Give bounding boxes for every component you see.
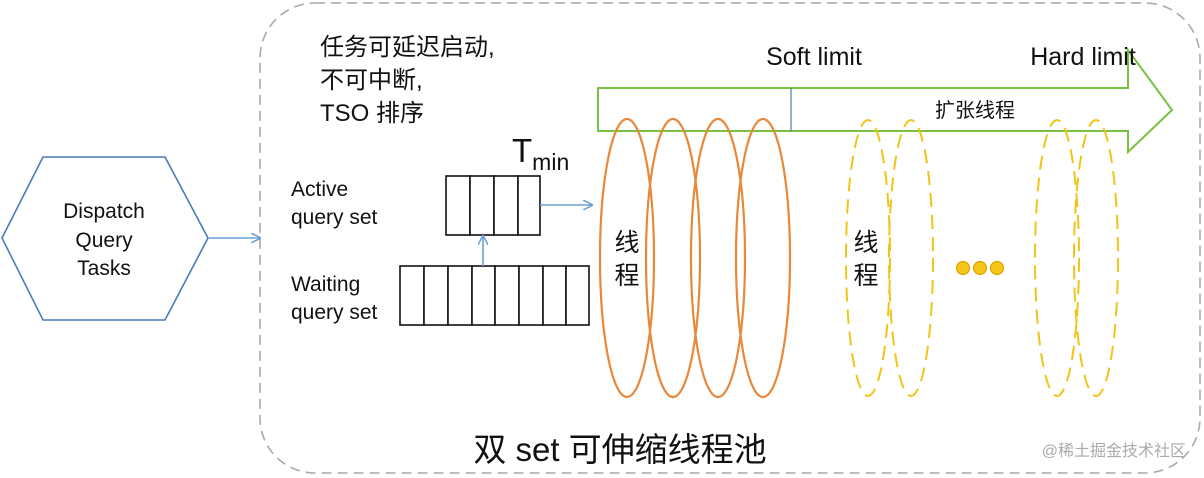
tmin-base: T: [512, 132, 532, 169]
thread-ellipse: [598, 117, 656, 399]
soft-limit-label: Soft limit: [766, 43, 862, 71]
dot: [972, 260, 988, 276]
waiting-queue-cell: [399, 265, 425, 326]
waiting-queue-cell: [565, 265, 590, 326]
expand-threads-label: 扩张线程: [935, 99, 1015, 122]
thread-pool-container: [259, 2, 1201, 474]
note-line-3: TSO 排序: [320, 100, 424, 127]
waiting-queue-cell: [471, 265, 496, 326]
active-threads: [598, 117, 792, 399]
waiting-queue-cell: [423, 265, 449, 326]
dispatch-label-line-1: Dispatch: [63, 200, 145, 223]
dashed-thread-ellipse: [888, 119, 934, 397]
dot: [989, 260, 1005, 276]
tmin-subscript: min: [532, 149, 569, 175]
dashed-thread-label-char-1: 线: [853, 229, 878, 257]
thread-ellipse: [689, 117, 747, 399]
expand-threads-arrow: [597, 46, 1174, 155]
ellipsis-dots: [955, 260, 1005, 276]
active-queue-cell: [493, 175, 519, 236]
hard-limit-label: Hard limit: [1030, 43, 1136, 71]
waiting-query-queue: [399, 265, 590, 326]
dispatch-label-line-2: Query: [75, 229, 133, 252]
note-line-1: 任务可延迟启动,: [320, 34, 495, 61]
dashed-thread-ellipse: [1034, 119, 1080, 397]
dashed-thread-ellipse: [1073, 119, 1119, 397]
dashed-thread-label-char-2: 程: [853, 262, 878, 290]
active-queue-cell: [469, 175, 495, 236]
waiting-queue-cell: [542, 265, 567, 326]
dot: [955, 260, 971, 276]
thread-ellipse: [644, 117, 702, 399]
waiting-set-label-line-1: Waiting: [291, 273, 360, 296]
note-line-2: 不可中断,: [320, 67, 423, 94]
waiting-set-label-line-2: query set: [291, 301, 378, 324]
active-set-label-line-2: query set: [291, 206, 378, 229]
thread-label-char-2: 程: [614, 262, 639, 290]
expandable-threads: [845, 119, 1119, 397]
active-queue-cell: [517, 175, 541, 236]
waiting-queue-cell: [494, 265, 520, 326]
thread-ellipse: [734, 117, 792, 399]
dispatch-hexagon: [1, 156, 209, 321]
watermark: @稀土掘金技术社区: [1042, 442, 1186, 460]
active-query-queue: [445, 175, 541, 236]
tmin-label: Tmin: [512, 132, 569, 175]
active-set-label-line-1: Active: [291, 178, 348, 201]
waiting-queue-cell: [447, 265, 473, 326]
dispatch-label-line-3: Tasks: [77, 257, 131, 280]
dashed-thread-ellipse: [845, 119, 891, 397]
active-queue-cell: [445, 175, 471, 236]
waiting-queue-cell: [518, 265, 544, 326]
pool-title: 双 set 可伸缩线程池: [473, 431, 766, 468]
thread-label-char-1: 线: [614, 229, 639, 257]
